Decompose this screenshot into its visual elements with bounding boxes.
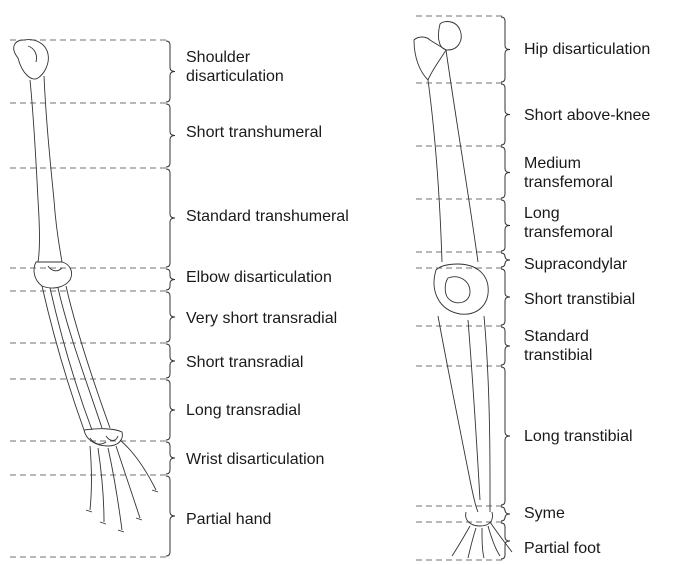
leg-bracket — [501, 84, 510, 145]
arm-level-label: Short transhumeral — [186, 123, 322, 142]
leg-level-label: Short transtibial — [524, 290, 635, 309]
arm-level-label: Short transradial — [186, 353, 303, 372]
arm-bracket — [166, 41, 175, 102]
arm-level-label: Wrist disarticulation — [186, 450, 324, 469]
leg-bracket — [501, 269, 510, 325]
arm-level-label: Very short transradial — [186, 309, 337, 328]
arm-bracket — [166, 442, 175, 474]
leg-level-label: Medium transfemoral — [524, 154, 613, 192]
arm-level-label: Standard transhumeral — [186, 207, 349, 226]
arm-bracket — [166, 476, 175, 556]
leg-bracket — [501, 507, 510, 521]
leg-bracket — [501, 367, 510, 505]
leg-level-label: Long transtibial — [524, 427, 633, 446]
arm-bracket — [166, 269, 175, 290]
arm-level-label: Long transradial — [186, 401, 301, 420]
arm-bracket — [166, 169, 175, 267]
leg-level-label: Partial foot — [524, 539, 600, 558]
leg-bracket — [501, 327, 510, 365]
arm-bracket — [166, 344, 175, 378]
arm-skeleton — [14, 40, 158, 532]
arm-bracket — [166, 292, 175, 342]
arm-level-label: Shoulder disarticulation — [186, 48, 284, 86]
leg-bracket — [501, 523, 510, 559]
leg-skeleton — [414, 22, 512, 558]
arm-bracket — [166, 104, 175, 167]
leg-bracket — [501, 147, 510, 198]
leg-bracket — [501, 200, 510, 251]
leg-bracket — [501, 17, 510, 82]
leg-level-label: Supracondylar — [524, 255, 627, 274]
leg-level-label: Long transfemoral — [524, 204, 613, 242]
arm-level-label: Elbow disarticulation — [186, 268, 332, 287]
leg-level-label: Hip disarticulation — [524, 40, 650, 59]
arm-bracket — [166, 380, 175, 440]
arm-level-label: Partial hand — [186, 510, 271, 529]
leg-level-label: Short above-knee — [524, 106, 650, 125]
leg-level-label: Standard transtibial — [524, 327, 592, 365]
leg-bracket — [501, 253, 510, 267]
leg-level-label: Syme — [524, 504, 565, 523]
